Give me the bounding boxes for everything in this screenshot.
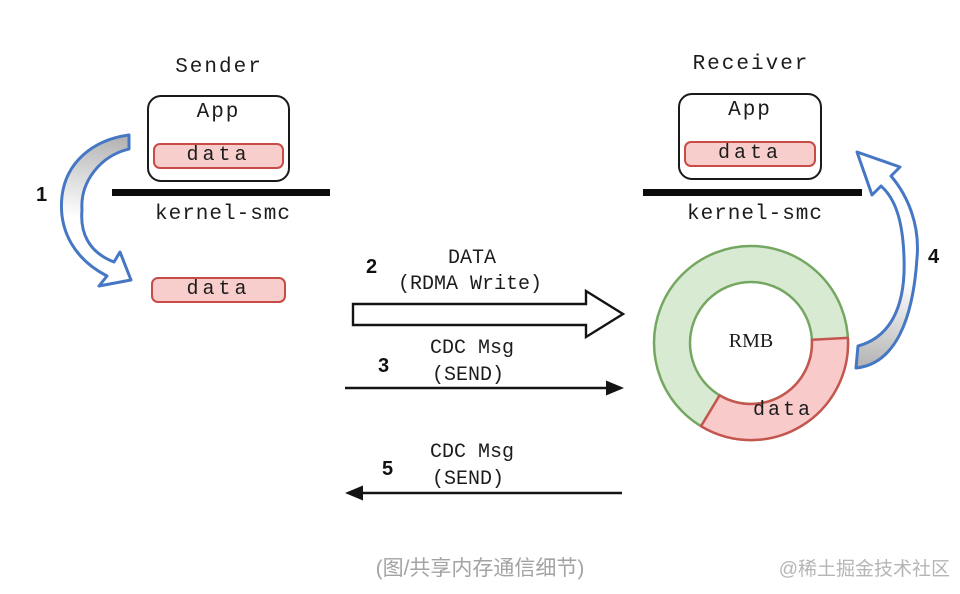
sender-kernel-label: kernel-smc xyxy=(154,203,292,226)
cdc-send-left-title: CDC Msg xyxy=(429,441,514,464)
cdc-send-right-title: CDC Msg xyxy=(429,337,514,360)
receiver-app-box: App data xyxy=(678,93,822,180)
step-1-label: 1 xyxy=(36,184,48,206)
sender-app-label: App xyxy=(196,101,241,124)
sender-buffer-data-box: data xyxy=(151,277,286,303)
rdma-write-title: DATA xyxy=(447,247,496,270)
receiver-app-label: App xyxy=(728,99,772,122)
step-2-label: 2 xyxy=(366,256,378,278)
step-5-label: 5 xyxy=(382,458,394,480)
rdma-write-subtitle: (RDMA Write) xyxy=(397,273,543,296)
copy-down-curved-arrow xyxy=(59,133,133,288)
rdma-write-block-arrow xyxy=(351,288,626,340)
receiver-kernel-label: kernel-smc xyxy=(686,203,824,226)
rmb-used-segment xyxy=(699,336,850,442)
image-caption: (图/共享内存通信细节) xyxy=(375,557,585,580)
rmb-label: RMB xyxy=(728,330,774,352)
sender-app-data-box: data xyxy=(153,143,284,169)
cdc-send-right-subtitle: (SEND) xyxy=(431,364,504,387)
sender-app-box: App data xyxy=(147,95,290,182)
receiver-kernel-line xyxy=(643,189,862,196)
rmb-data-label: data xyxy=(752,399,813,422)
cdc-send-left-arrowhead xyxy=(345,485,363,501)
sender-title: Sender xyxy=(175,56,263,79)
step-3-label: 3 xyxy=(378,355,390,377)
cdc-send-left-subtitle: (SEND) xyxy=(431,468,504,491)
community-watermark: @稀土掘金技术社区 xyxy=(778,559,950,580)
step-4-label: 4 xyxy=(928,246,940,268)
cdc-send-right-arrowhead xyxy=(606,380,624,396)
copy-up-curved-arrow xyxy=(854,150,919,370)
sender-kernel-line xyxy=(112,189,330,196)
receiver-title: Receiver xyxy=(692,53,810,76)
receiver-app-data-box: data xyxy=(684,141,816,167)
